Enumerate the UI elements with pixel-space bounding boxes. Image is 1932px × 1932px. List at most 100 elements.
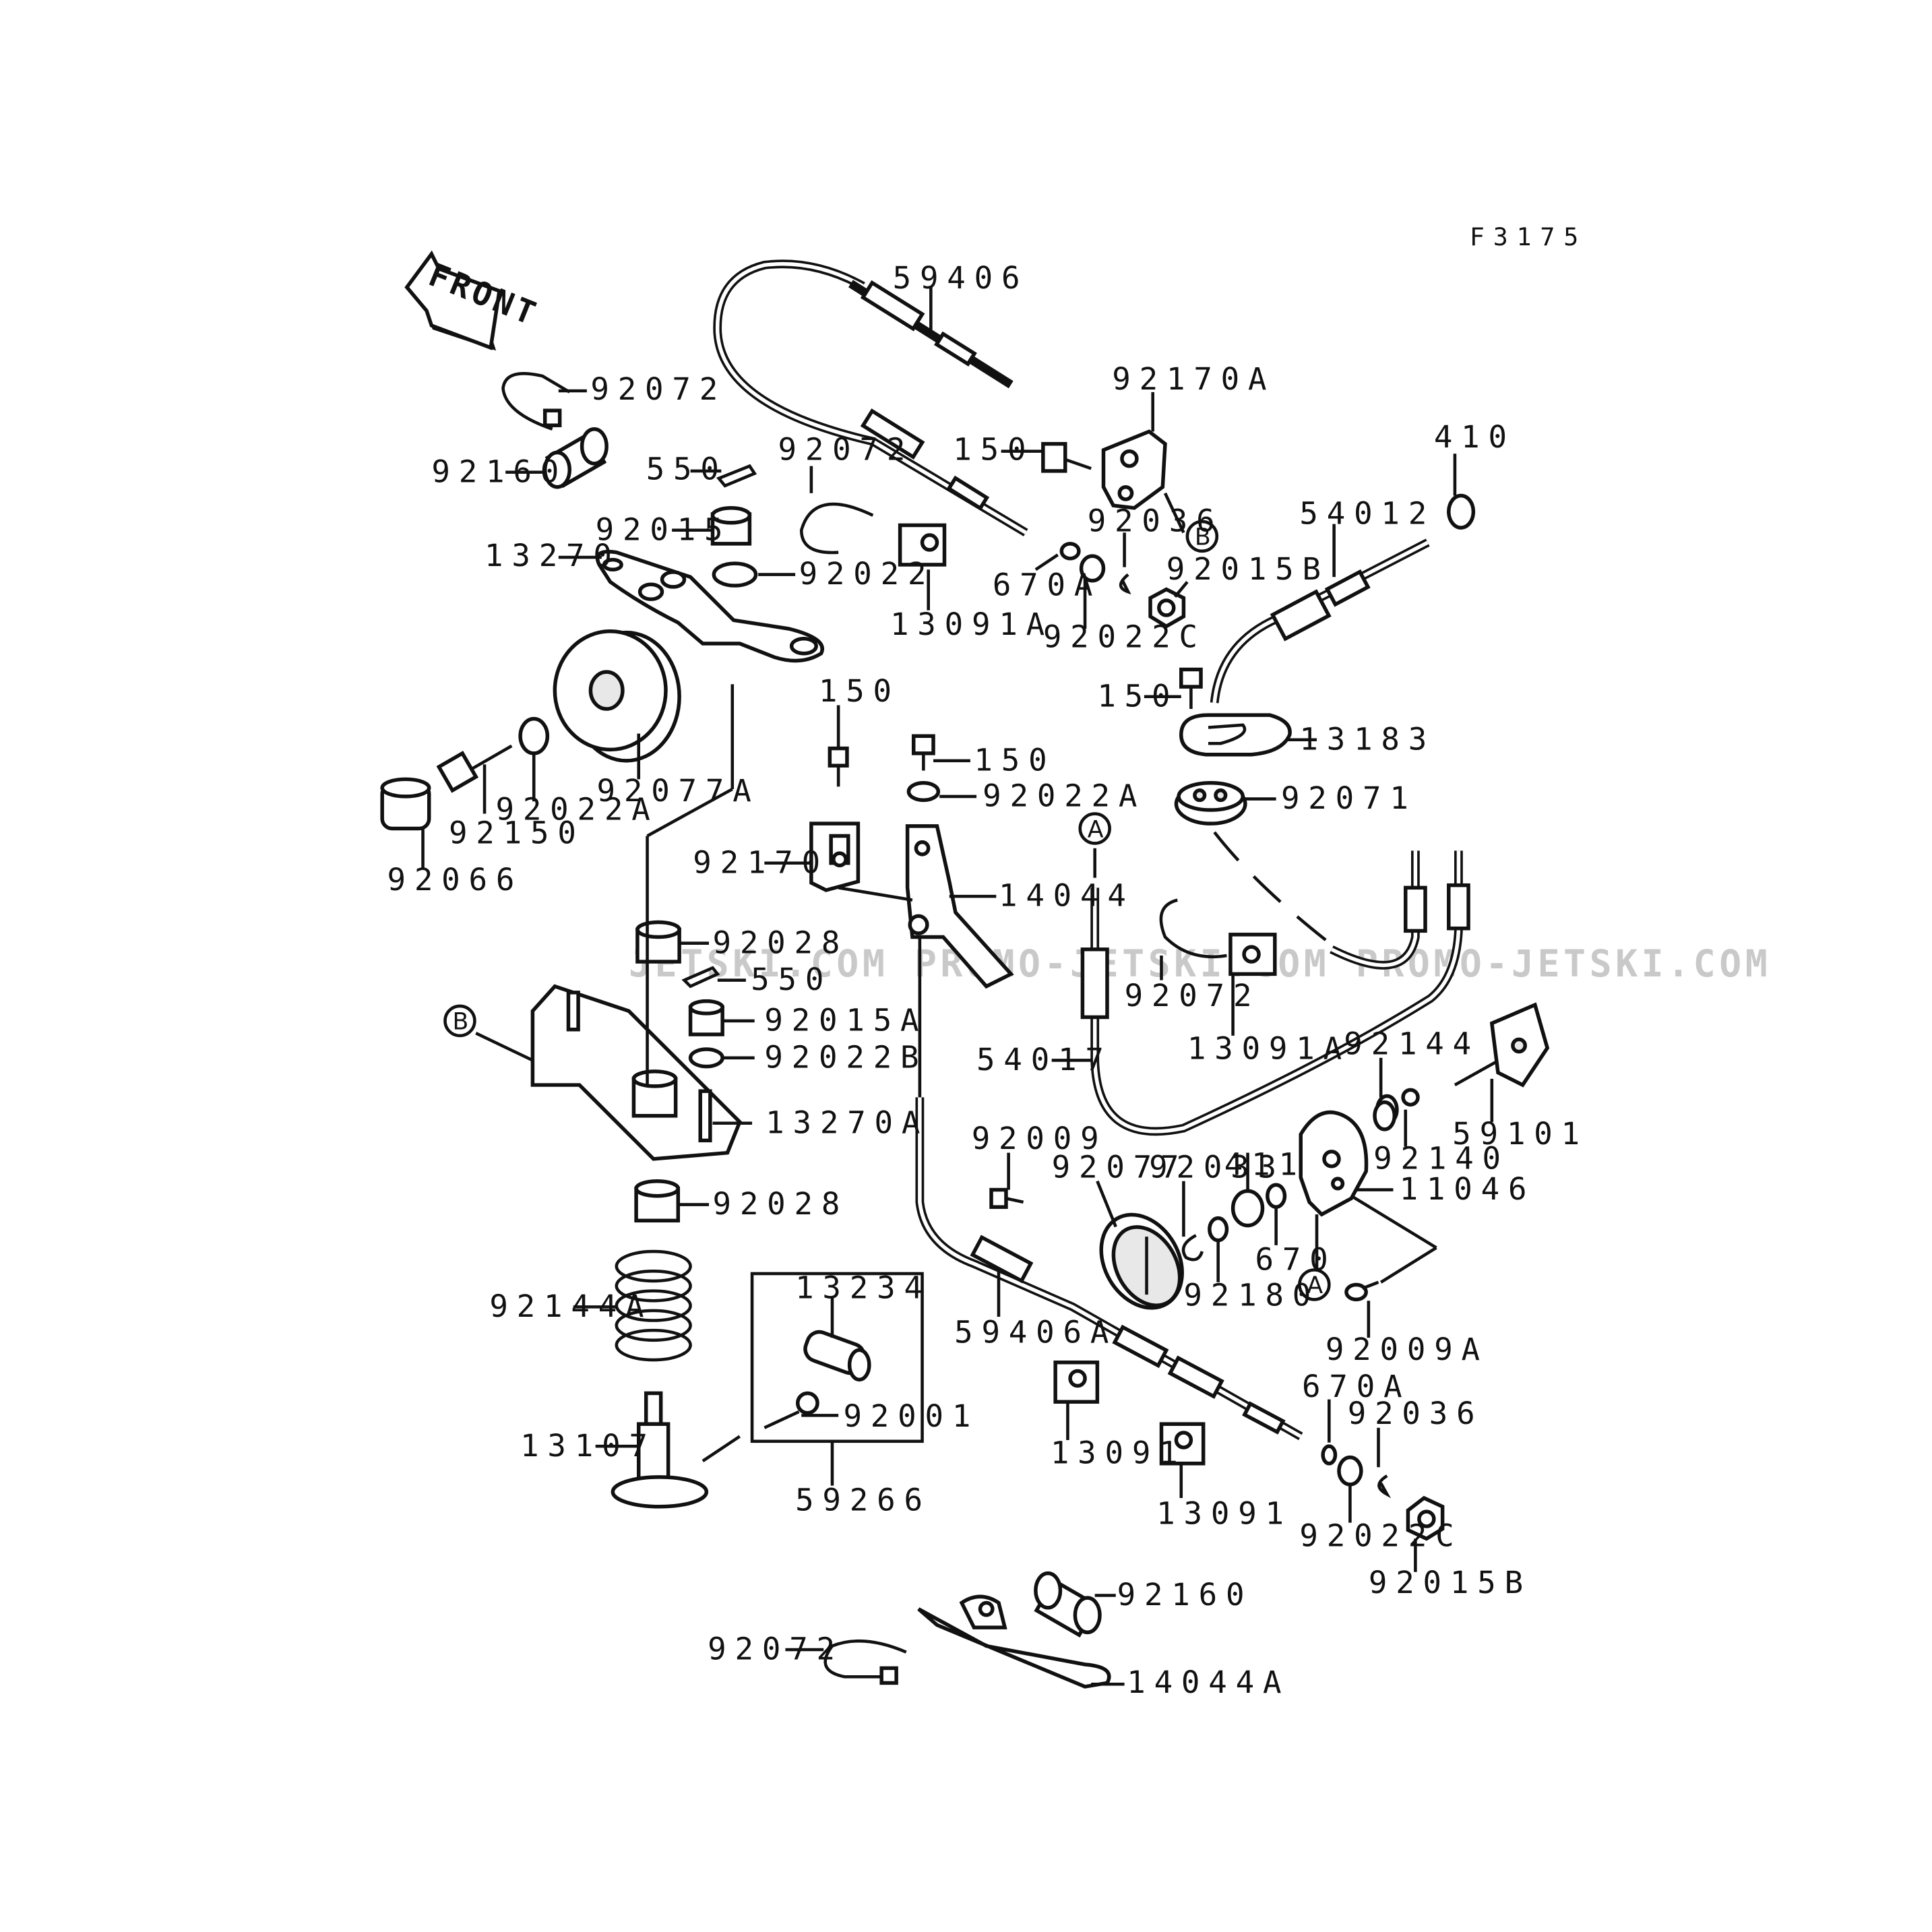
washer-92022c-top bbox=[1079, 554, 1106, 583]
label-150-top: 150 bbox=[953, 431, 1034, 467]
label-670a-bot: 670A bbox=[1302, 1369, 1410, 1404]
label-92009a: 92009A bbox=[1326, 1332, 1489, 1367]
label-92150: 92150 bbox=[449, 815, 585, 850]
bushing-92028-bot bbox=[634, 1179, 681, 1223]
bracket-92170a bbox=[1101, 429, 1167, 510]
label-92028-top: 92028 bbox=[713, 925, 849, 960]
circlip-670a-top bbox=[1059, 542, 1081, 561]
cotter-pin-550-top bbox=[716, 464, 757, 488]
label-92015: 92015 bbox=[596, 511, 732, 547]
label-92022a-left: 92022A bbox=[496, 792, 659, 828]
label-13091a-right: 13091A bbox=[1187, 1031, 1350, 1067]
ref-circle-b-top: B bbox=[1185, 520, 1219, 553]
lever-13270 bbox=[595, 550, 824, 663]
collar-92160-bot bbox=[1034, 1571, 1102, 1638]
label-92022: 92022 bbox=[799, 556, 935, 592]
screw-92009a bbox=[1344, 1280, 1379, 1302]
label-150-bracket: 150 bbox=[974, 743, 1055, 778]
washer-92022c-bot bbox=[1337, 1455, 1363, 1487]
ring-670 bbox=[1266, 1183, 1287, 1209]
housing-11046 bbox=[1299, 1110, 1369, 1217]
washer-410 bbox=[1447, 493, 1476, 530]
label-13091-b: 13091 bbox=[1156, 1495, 1292, 1531]
castle-nut-92015 bbox=[710, 506, 752, 546]
kit-box-59266 bbox=[750, 1272, 924, 1443]
leader-lines bbox=[421, 286, 1494, 1686]
bracket-92170 bbox=[809, 821, 861, 892]
ref-circle-a-top: A bbox=[1078, 812, 1111, 845]
front-arrow-icon: FRONT bbox=[404, 250, 544, 351]
ball-92140 bbox=[1401, 1088, 1420, 1107]
watermark-text: JETSKI.COM PROMO-JETSKI.COM PROMO-JETSKI… bbox=[629, 942, 1771, 985]
label-92066: 92066 bbox=[387, 862, 523, 898]
ball-joint-92001 bbox=[764, 1391, 819, 1429]
bushing-92028-top bbox=[635, 920, 681, 964]
label-92180: 92180 bbox=[1183, 1278, 1319, 1313]
label-92022c-top: 92022C bbox=[1043, 619, 1206, 655]
circlip-92033 bbox=[1181, 1234, 1204, 1261]
ref-circle-b-left: B bbox=[443, 1004, 476, 1038]
washer-92022a-left bbox=[518, 716, 550, 755]
bolt-150-bracket bbox=[911, 734, 935, 771]
circlip-670a-bot bbox=[1321, 1444, 1338, 1466]
label-92028-bot: 92028 bbox=[713, 1186, 849, 1222]
svg-text:A: A bbox=[1088, 816, 1104, 843]
label-411: 411 bbox=[1224, 1147, 1306, 1183]
label-92077a: 92077A bbox=[597, 773, 760, 809]
cap-92066 bbox=[380, 777, 431, 831]
label-59266: 59266 bbox=[795, 1482, 931, 1518]
clip-92036-bot bbox=[1377, 1474, 1392, 1499]
label-13091a-top: 13091A bbox=[890, 606, 1053, 642]
bolt-150-mid bbox=[828, 746, 849, 787]
washer-92180 bbox=[1208, 1216, 1229, 1243]
label-59101: 59101 bbox=[1452, 1116, 1588, 1152]
label-150-mid: 150 bbox=[819, 673, 900, 709]
ref-circle-a-bot: A bbox=[1298, 1268, 1331, 1301]
label-92033: 92033 bbox=[1149, 1149, 1285, 1185]
shaft-13107 bbox=[611, 1391, 709, 1509]
label-59406: 59406 bbox=[893, 260, 1029, 296]
nut-92015b-top bbox=[1148, 587, 1186, 629]
washer-92022 bbox=[712, 561, 758, 588]
label-13234: 13234 bbox=[795, 1270, 931, 1306]
label-670a-top: 670A bbox=[993, 567, 1101, 603]
label-59406a: 59406A bbox=[954, 1314, 1117, 1350]
label-92144a: 92144A bbox=[489, 1288, 652, 1324]
label-14044: 14044 bbox=[999, 878, 1135, 914]
washer-92022a-mid bbox=[906, 781, 941, 803]
figure-code: F3175 bbox=[1470, 222, 1587, 251]
label-410: 410 bbox=[1434, 419, 1516, 455]
label-13107: 13107 bbox=[520, 1428, 656, 1464]
label-92072-right: 92072 bbox=[1125, 978, 1261, 1014]
bolt-150-top bbox=[1041, 441, 1092, 473]
label-92015b-top: 92015B bbox=[1166, 551, 1330, 587]
label-13270: 13270 bbox=[485, 538, 621, 573]
shaft-59101 bbox=[1454, 1002, 1550, 1088]
clip-92036-top bbox=[1119, 573, 1131, 595]
svg-text:B: B bbox=[452, 1009, 468, 1036]
damper-92077a bbox=[553, 629, 681, 763]
label-13183: 13183 bbox=[1299, 721, 1435, 757]
label-92036-bot: 92036 bbox=[1348, 1396, 1484, 1431]
label-92015a: 92015A bbox=[764, 1003, 927, 1038]
cable-54017 bbox=[1080, 831, 1470, 1136]
cable-54012 bbox=[1210, 538, 1430, 704]
castle-nut-92015a bbox=[688, 999, 724, 1036]
cable-holder-13091a-right bbox=[1228, 933, 1277, 976]
label-92015b-bot: 92015B bbox=[1369, 1565, 1532, 1600]
cable-tie-92072-mid bbox=[799, 502, 874, 555]
label-92160-top: 92160 bbox=[431, 454, 567, 489]
label-92160-bot: 92160 bbox=[1117, 1577, 1253, 1613]
label-54017: 54017 bbox=[976, 1042, 1113, 1078]
label-13270a: 13270A bbox=[766, 1104, 929, 1140]
bracket-14044 bbox=[838, 824, 1014, 989]
label-11046: 11046 bbox=[1400, 1171, 1536, 1207]
grommet-92071 bbox=[1174, 781, 1247, 825]
label-92036-top: 92036 bbox=[1088, 503, 1224, 539]
cable-holder-13091-a bbox=[1053, 1360, 1100, 1404]
part-labels: 92072 92160 550 92072 92015 13270 92022 … bbox=[387, 260, 1588, 1700]
cable-tie-92072-right bbox=[1159, 898, 1227, 959]
label-92072-bot: 92072 bbox=[708, 1631, 844, 1667]
